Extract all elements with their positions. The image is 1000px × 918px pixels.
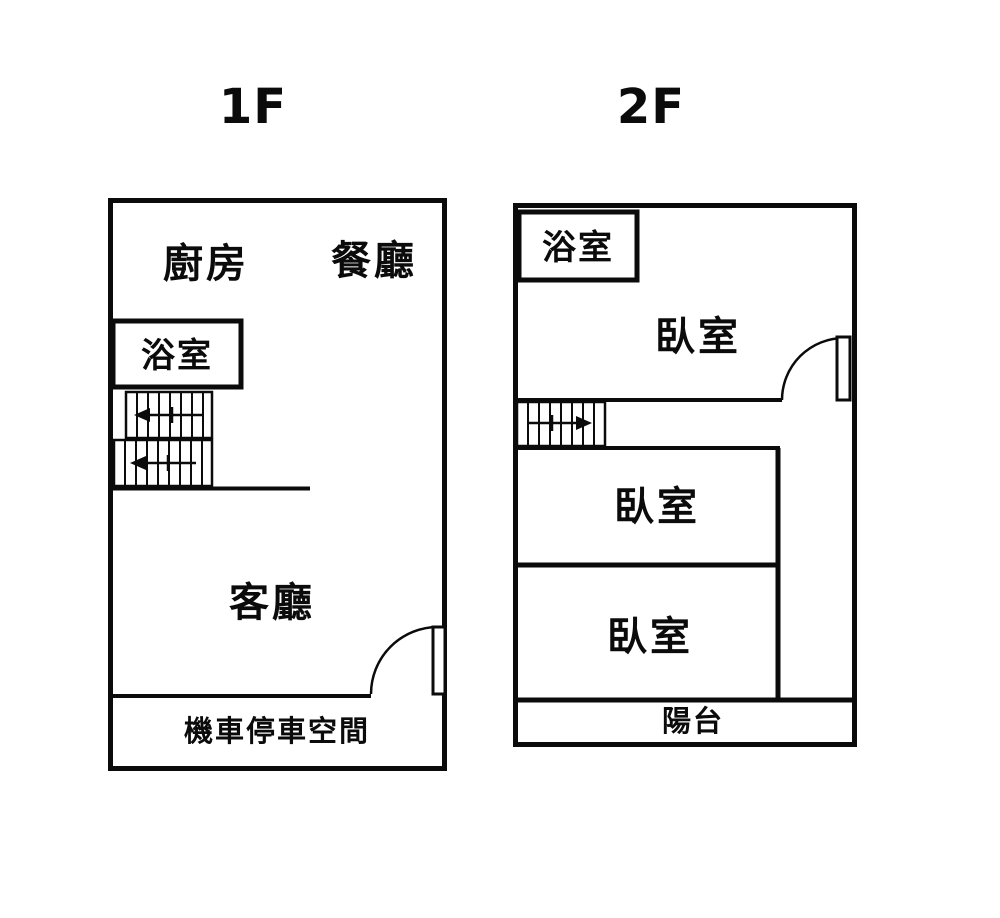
f1-outer-wall [108,198,447,771]
f2-bath-label: 浴室 [542,228,614,268]
f1-bath-label: 浴室 [141,336,213,376]
f2-door-arc [780,336,845,401]
f1-stairs-lower-arrow [130,455,196,471]
f1-stairs-lower-outline [112,438,214,488]
f2-bathroom-box [516,209,640,283]
f1-stairs-lower [112,438,214,488]
f1-living-label: 客廳 [229,580,315,626]
f1-door-leaf [431,625,447,696]
f2-bedroom2-label: 臥室 [614,484,700,530]
f1-bathroom-box [110,318,244,390]
floor-1f-title: 1F [219,79,287,135]
f2-bedroom3-label: 臥室 [607,614,693,660]
f2-outer-wall [513,203,857,747]
f1-kitchen-label: 廚房 [163,241,249,287]
f1-stairs-upper-arrow [134,407,204,423]
floor-2f: 2F 浴室 臥室 [513,79,857,747]
f2-door-leaf [835,335,852,402]
f2-bedroom1-label: 臥室 [655,314,741,360]
f2-balcony-label: 陽台 [662,704,724,738]
floor-2f-title: 2F [617,79,685,135]
floor-1f: 1F 廚房 餐廳 浴室 [108,79,447,771]
f1-door-arc [369,625,439,695]
f1-dining-label: 餐廳 [331,238,417,284]
f1-parking-label: 機車停車空間 [184,714,370,748]
f2-stairs-arrow [528,415,592,431]
